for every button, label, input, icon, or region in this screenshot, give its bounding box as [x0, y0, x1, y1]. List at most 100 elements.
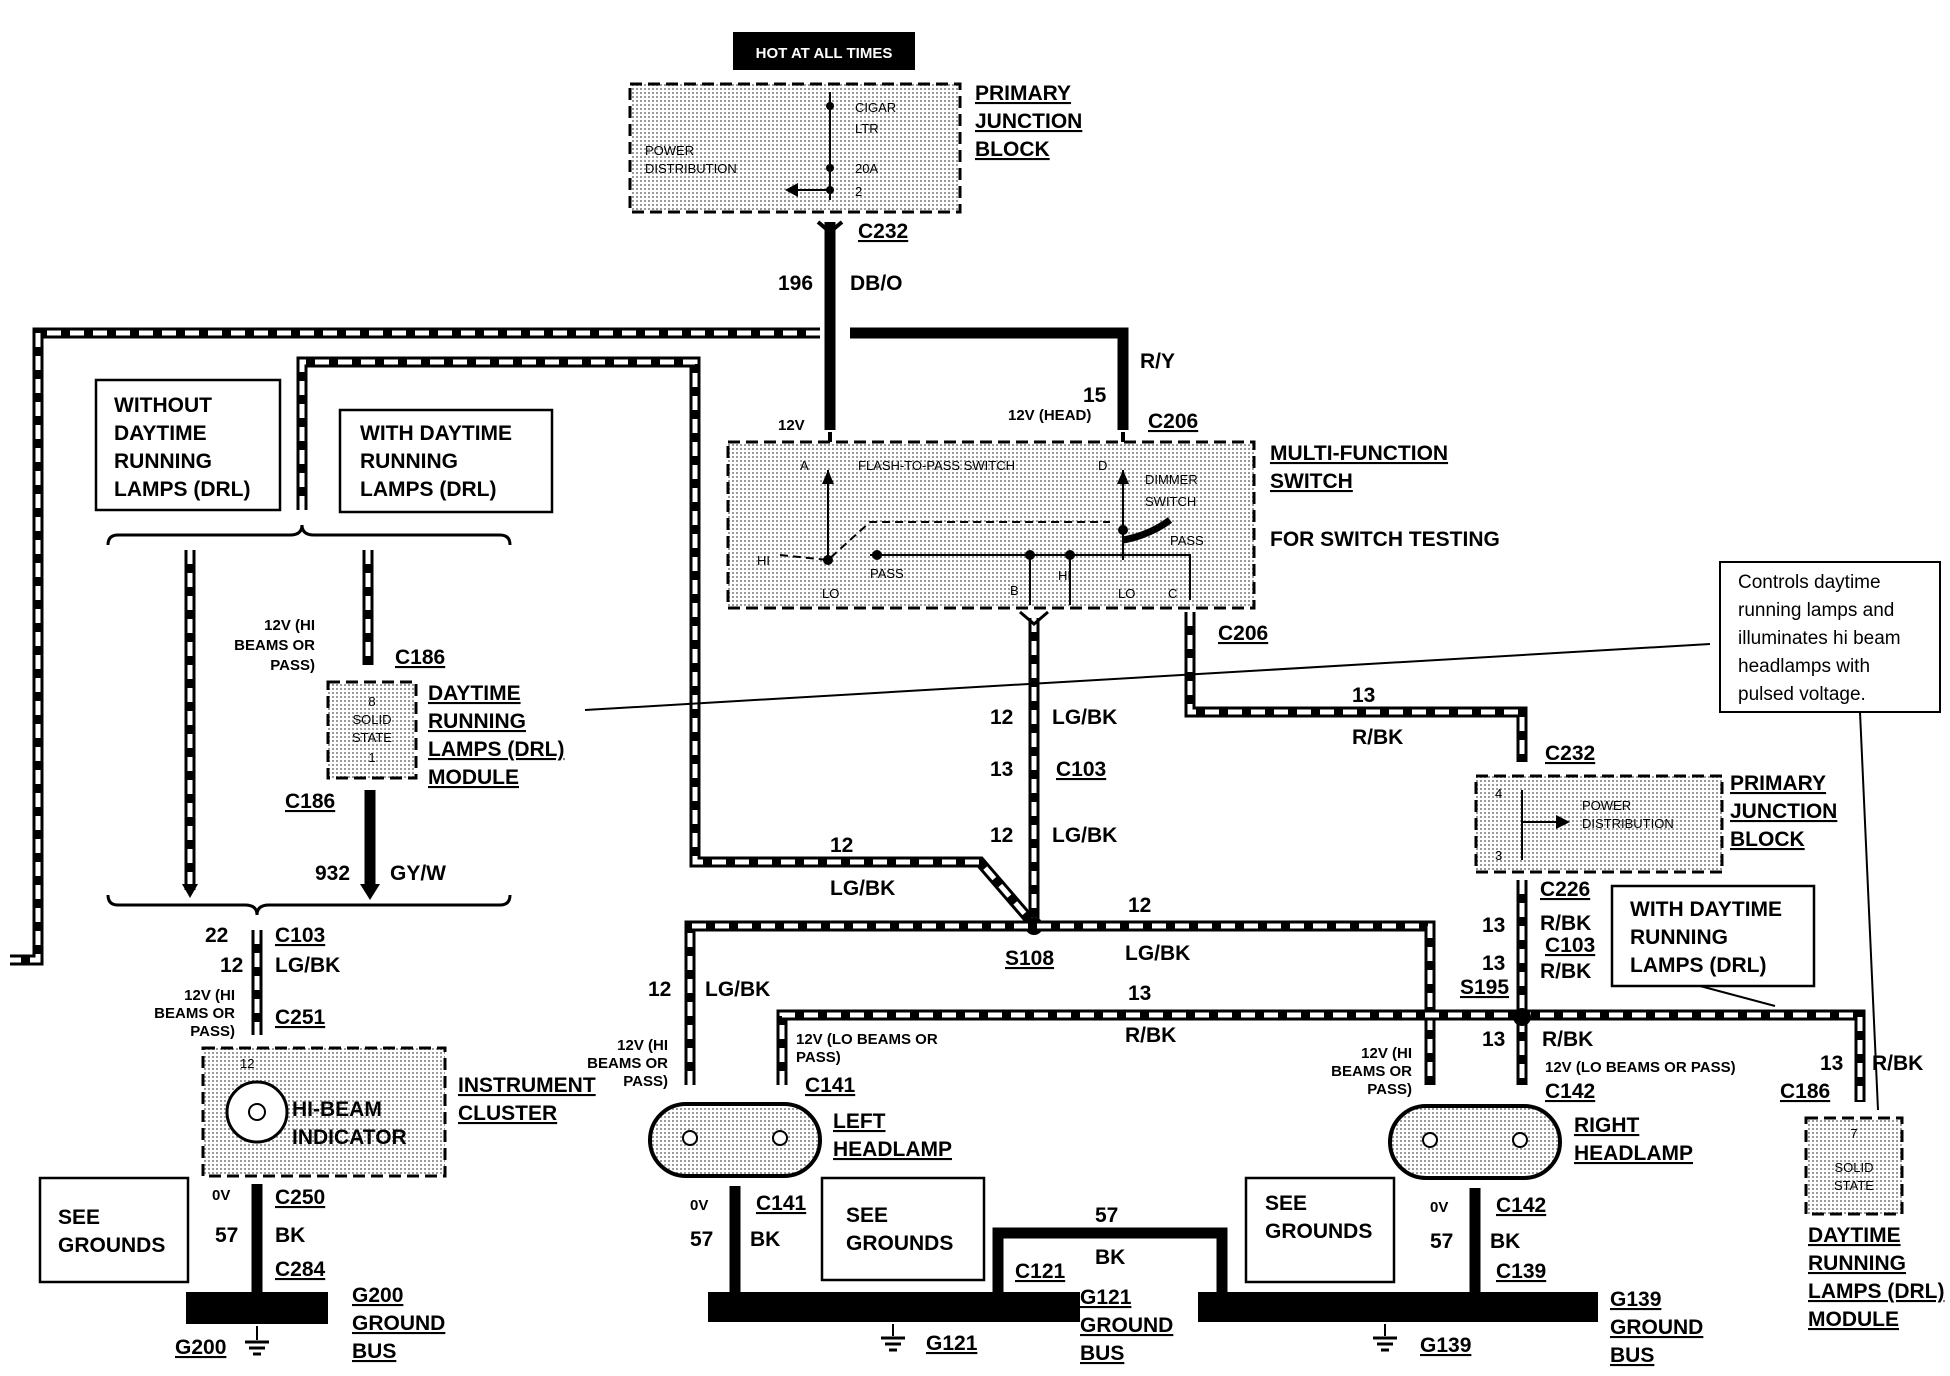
svg-text:RUNNING: RUNNING	[114, 450, 212, 473]
svg-text:BLOCK: BLOCK	[1730, 828, 1805, 851]
svg-text:12V (HEAD): 12V (HEAD)	[1008, 407, 1091, 424]
svg-text:S195: S195	[1460, 976, 1509, 999]
svg-text:BK: BK	[1490, 1230, 1520, 1253]
svg-text:Controls daytime: Controls daytime	[1738, 572, 1881, 593]
svg-text:BEAMS OR: BEAMS OR	[234, 637, 315, 654]
svg-text:BK: BK	[750, 1228, 780, 1251]
svg-text:PASS): PASS)	[190, 1023, 235, 1040]
svg-text:C186: C186	[285, 790, 335, 813]
c232-top-label: C232	[858, 220, 908, 243]
with-drl-box	[338, 408, 554, 514]
svg-text:12V (HI: 12V (HI	[1361, 1045, 1412, 1062]
svg-text:GROUNDS: GROUNDS	[58, 1234, 165, 1257]
svg-text:DAYTIME: DAYTIME	[1808, 1224, 1901, 1247]
svg-text:57: 57	[1095, 1204, 1118, 1227]
svg-text:R/BK: R/BK	[1542, 1028, 1593, 1051]
svg-text:BK: BK	[1095, 1246, 1125, 1269]
svg-text:LEFT: LEFT	[833, 1110, 886, 1133]
mfs-title-1: MULTI-FUNCTION	[1270, 442, 1448, 465]
hi-beam-indicator-icon	[225, 1080, 289, 1144]
svg-text:HI: HI	[757, 553, 770, 568]
svg-text:C139: C139	[1496, 1260, 1546, 1283]
svg-text:SOLID: SOLID	[352, 712, 391, 727]
svg-text:12V: 12V	[778, 417, 805, 434]
svg-text:1: 1	[368, 750, 375, 765]
drl-module-left	[326, 680, 418, 780]
see-grounds-right[interactable]	[1244, 1176, 1396, 1284]
svg-text:13: 13	[990, 758, 1013, 781]
svg-text:G121: G121	[926, 1332, 978, 1355]
ground-icon	[881, 1324, 905, 1352]
primary-junction-block-right	[1474, 774, 1724, 874]
wire-15-ry	[850, 327, 1129, 430]
svg-text:0V: 0V	[212, 1187, 230, 1204]
pjb-fuse-num: 2	[855, 184, 862, 199]
g200-ground-bus	[186, 1292, 328, 1324]
svg-text:7: 7	[1850, 1126, 1857, 1141]
svg-text:headlamps with: headlamps with	[1738, 656, 1870, 677]
svg-text:LG/BK: LG/BK	[275, 954, 340, 977]
see-grounds-mid[interactable]	[820, 1176, 986, 1282]
svg-text:PASS): PASS)	[1367, 1081, 1412, 1098]
svg-text:DIMMER: DIMMER	[1145, 472, 1198, 487]
svg-text:PASS): PASS)	[623, 1073, 668, 1090]
svg-text:SWITCH: SWITCH	[1145, 494, 1196, 509]
svg-text:INDICATOR: INDICATOR	[292, 1126, 407, 1149]
svg-text:12V (HI: 12V (HI	[264, 617, 315, 634]
svg-text:BK: BK	[275, 1224, 305, 1247]
svg-text:PASS): PASS)	[796, 1049, 841, 1066]
svg-text:G139: G139	[1420, 1334, 1471, 1357]
svg-text:12: 12	[830, 834, 853, 857]
svg-text:BUS: BUS	[352, 1340, 396, 1363]
svg-text:G200: G200	[175, 1336, 226, 1359]
svg-text:C206: C206	[1218, 622, 1268, 645]
pjb-top-title-3: BLOCK	[975, 138, 1050, 161]
wire-57-bridge	[992, 1227, 1228, 1292]
svg-text:BUS: BUS	[1080, 1342, 1124, 1365]
svg-text:JUNCTION: JUNCTION	[1730, 800, 1837, 823]
ground-icon	[245, 1326, 269, 1356]
svg-text:GROUNDS: GROUNDS	[846, 1232, 953, 1255]
right-headlamp	[1388, 1104, 1562, 1180]
svg-text:R/BK: R/BK	[1540, 960, 1591, 983]
svg-text:C142: C142	[1545, 1080, 1595, 1103]
svg-text:13: 13	[1820, 1052, 1843, 1075]
svg-text:13: 13	[1352, 684, 1375, 707]
pjb-fuse-ltr: LTR	[855, 121, 879, 136]
svg-text:196: 196	[778, 272, 813, 295]
svg-text:R/BK: R/BK	[1352, 726, 1403, 749]
svg-text:pulsed voltage.: pulsed voltage.	[1738, 684, 1866, 705]
svg-text:13: 13	[1482, 1028, 1505, 1051]
svg-text:HI-BEAM: HI-BEAM	[292, 1098, 382, 1121]
svg-text:LO: LO	[1118, 586, 1135, 601]
svg-text:STATE: STATE	[352, 730, 392, 745]
svg-text:SOLID: SOLID	[1834, 1160, 1873, 1175]
svg-text:GROUNDS: GROUNDS	[1265, 1220, 1372, 1243]
svg-text:G121: G121	[1080, 1286, 1132, 1309]
svg-text:PASS: PASS	[1170, 533, 1204, 548]
c206-top-label: C206	[1148, 410, 1198, 433]
svg-text:PASS: PASS	[870, 566, 904, 581]
svg-text:C141: C141	[805, 1074, 856, 1097]
svg-text:C142: C142	[1496, 1194, 1546, 1217]
g121-ground-bus	[708, 1292, 1080, 1322]
svg-text:running lamps and: running lamps and	[1738, 600, 1894, 621]
svg-text:R/Y: R/Y	[1140, 350, 1175, 373]
svg-text:4: 4	[1495, 786, 1502, 801]
see-grounds-left[interactable]	[38, 1176, 190, 1284]
svg-text:HEADLAMP: HEADLAMP	[1574, 1142, 1693, 1165]
svg-text:INSTRUMENT: INSTRUMENT	[458, 1074, 596, 1097]
svg-text:12V (LO BEAMS OR: 12V (LO BEAMS OR	[796, 1031, 938, 1048]
svg-text:HI: HI	[1058, 568, 1071, 583]
svg-text:C103: C103	[1545, 934, 1595, 957]
switch-testing-link[interactable]: FOR SWITCH TESTING	[1270, 528, 1500, 551]
svg-text:illuminates hi beam: illuminates hi beam	[1738, 628, 1901, 649]
svg-text:RUNNING: RUNNING	[1808, 1252, 1906, 1275]
g139-ground-bus	[1198, 1292, 1598, 1322]
svg-text:LAMPS (DRL): LAMPS (DRL)	[360, 478, 496, 501]
mfs-title-2: SWITCH	[1270, 470, 1353, 493]
svg-text:B: B	[1010, 583, 1019, 598]
svg-text:12: 12	[990, 824, 1013, 847]
pjb-top-title-2: JUNCTION	[975, 110, 1082, 133]
